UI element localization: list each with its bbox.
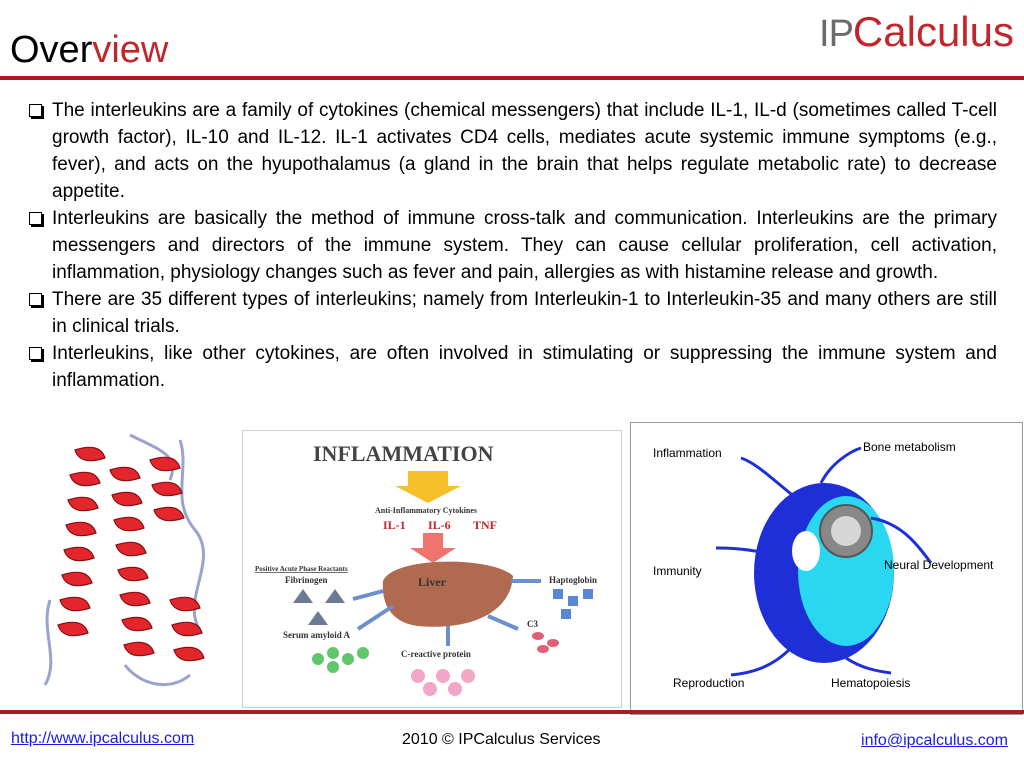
cell-highlight-shape [792,531,820,571]
cytokine-il6: IL-6 [428,518,451,532]
header-divider [0,76,1024,80]
cytokine-tnf: TNF [473,518,497,532]
reproduction-label: Reproduction [673,676,744,690]
down-arrow-icon [395,471,461,503]
immunity-label: Immunity [653,564,702,578]
bullet-item: The interleukins are a family of cytokin… [28,97,997,205]
cytokine-il1: IL-1 [383,518,406,532]
neural-development-label: Neural Development [884,558,994,572]
interleukin-protein-structure-image [43,433,206,687]
bullet-text: Interleukins are basically the method of… [52,208,997,283]
interleukin-functions-diagram: Inflammation Bone metabolism Immunity Ne… [630,422,1023,715]
inflammation-label: Inflammation [653,446,722,460]
down-arrow-icon [410,533,456,563]
footer-divider [0,710,1024,714]
bullet-text: Interleukins, like other cytokines, are … [52,343,997,391]
c-reactive-protein-label: C-reactive protein [401,649,471,659]
hematopoiesis-label: Hematopoiesis [831,676,910,690]
inflammation-title: INFLAMMATION [313,441,494,466]
haptoglobin-label: Haptoglobin [549,575,597,585]
website-link[interactable]: http://www.ipcalculus.com [11,730,195,747]
bullet-text: The interleukins are a family of cytokin… [52,100,997,202]
email-link[interactable]: info@ipcalculus.com [861,732,1008,749]
checkbox-bullet-icon [29,212,42,225]
bullet-item: There are 35 different types of interleu… [28,286,997,340]
serum-amyloid-label: Serum amyloid A [283,630,351,640]
title-part-1: Over [10,29,93,71]
checkbox-bullet-icon [29,347,42,360]
liver-label: Liver [418,575,447,589]
bullet-item: Interleukins, like other cytokines, are … [28,340,997,394]
bullet-list: The interleukins are a family of cytokin… [28,97,997,394]
page-title: Overview [10,26,168,74]
logo-ip: IP [819,13,854,55]
ipcalculus-logo: IPCalculus [819,8,1014,56]
cytokines-label: Anti-Inflammatory Cytokines [375,506,477,515]
c3-label: C3 [527,619,538,629]
liver-shape [382,561,513,627]
bone-metabolism-label: Bone metabolism [863,440,956,454]
bullet-item: Interleukins are basically the method of… [28,205,997,286]
logo-calculus: Calculus [852,8,1014,55]
checkbox-bullet-icon [29,293,42,306]
reactants-label: Positive Acute Phase Reactants [255,565,348,573]
copyright-text: 2010 © IPCalculus Services [402,731,601,748]
fibrinogen-label: Fibrinogen [285,575,328,585]
nucleus-inner [831,516,861,546]
title-part-2: view [92,29,169,71]
bullet-text: There are 35 different types of interleu… [52,289,997,337]
checkbox-bullet-icon [29,104,42,117]
inflammation-diagram: INFLAMMATION Anti-Inflammatory Cytokines… [242,430,622,708]
